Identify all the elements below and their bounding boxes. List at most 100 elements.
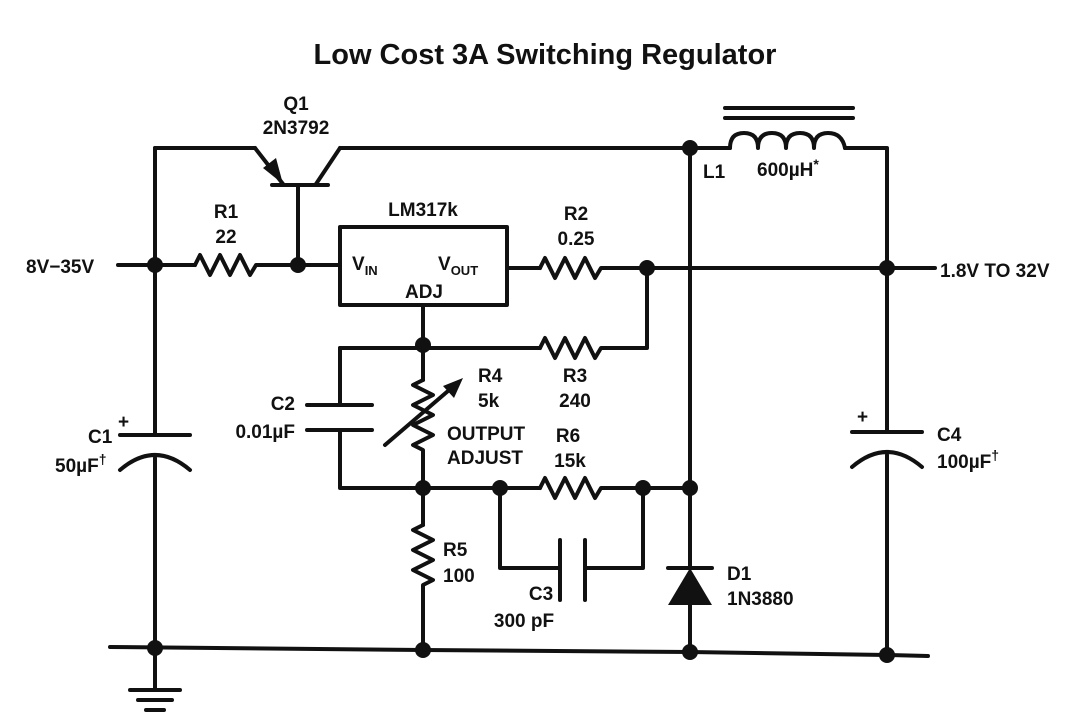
r4-ref: R4 — [478, 366, 503, 387]
r2-zigzag — [538, 256, 607, 280]
lm317-vout: V — [438, 254, 451, 275]
r6-ref: R6 — [556, 426, 580, 447]
c4-value-label: 100µF† — [937, 447, 999, 473]
c3-ref: C3 — [529, 584, 553, 605]
r6-value: 15k — [554, 451, 586, 472]
capacitor-c1: + C1 50µF† — [55, 412, 192, 477]
junction-dot — [639, 260, 655, 276]
lm317-vout-sub: OUT — [451, 263, 479, 278]
l1-mark: * — [813, 156, 819, 172]
junction-dot — [492, 480, 508, 496]
r2-ref: R2 — [564, 204, 588, 225]
r6-zigzag — [538, 476, 607, 500]
wire-ground-rail — [108, 645, 930, 658]
wire-c2-bottom — [338, 428, 542, 490]
lm317-vin: V — [352, 254, 365, 275]
junction-dot — [147, 640, 163, 656]
lm317-vin-label: VIN — [352, 254, 378, 278]
resistor-r4-variable: R4 5k OUTPUT ADJUST — [383, 366, 526, 469]
r4-zigzag — [411, 378, 435, 457]
junction-dot — [415, 480, 431, 496]
r4-wiper-arrowhead — [443, 378, 463, 398]
junction-dot — [290, 257, 306, 273]
r2-value: 0.25 — [558, 229, 595, 250]
resistor-r1: R1 22 — [193, 202, 262, 277]
r3-ref: R3 — [563, 366, 587, 387]
q1-emitter-arrow — [263, 158, 283, 184]
r4-note-adjust: ADJUST — [447, 448, 523, 469]
q1-part: 2N3792 — [263, 118, 330, 139]
r4-value: 5k — [478, 391, 500, 412]
ground-icon — [128, 688, 182, 712]
c4-mark: † — [991, 447, 999, 463]
d1-ref: D1 — [727, 564, 752, 585]
lm317-vin-sub: IN — [365, 263, 378, 278]
junction-dot — [635, 480, 651, 496]
lm317-vout-label: VOUT — [438, 254, 478, 278]
regulator-lm317: LM317k VIN VOUT ADJ — [338, 200, 509, 307]
c4-plate-curved — [850, 450, 924, 469]
junction-dot — [682, 140, 698, 156]
capacitor-c4: + C4 100µF† — [850, 407, 999, 473]
c3-value: 300 pF — [494, 611, 554, 632]
wire-c3-right — [583, 486, 645, 570]
r3-value: 240 — [559, 391, 591, 412]
d1-part: 1N3880 — [727, 589, 794, 610]
c1-ref: C1 — [88, 427, 113, 448]
resistor-r2: R2 0.25 — [538, 204, 607, 280]
diode-d1: D1 1N3880 — [666, 564, 794, 610]
r4-note-output: OUTPUT — [447, 424, 526, 445]
output-voltage-label: 1.8V TO 32V — [940, 261, 1050, 282]
junction-dot — [682, 480, 698, 496]
c4-plus: + — [857, 407, 868, 428]
junction-dot — [879, 647, 895, 663]
r3-zigzag — [538, 336, 607, 360]
c1-value-label: 50µF† — [55, 451, 106, 477]
wire-c3-left — [498, 486, 562, 570]
r5-value: 100 — [443, 566, 475, 587]
junction-dot — [415, 642, 431, 658]
junction-dot — [879, 260, 895, 276]
wire-l1-right — [843, 146, 889, 270]
diagram-title: Low Cost 3A Switching Regulator — [314, 39, 777, 71]
l1-ref: L1 — [703, 162, 726, 183]
c1-plus: + — [118, 412, 129, 433]
c1-value: 50µF — [55, 456, 99, 477]
r1-value: 22 — [215, 227, 236, 248]
r5-ref: R5 — [443, 540, 468, 561]
resistor-r5: R5 100 — [411, 523, 475, 592]
l1-coil — [728, 131, 847, 150]
c1-mark: † — [99, 451, 107, 467]
q1-ref: Q1 — [283, 94, 309, 115]
lm317-part: LM317k — [388, 200, 458, 221]
junctions — [147, 140, 895, 663]
lm317-body — [338, 225, 509, 307]
r5-zigzag — [411, 523, 435, 592]
resistor-r3: R3 240 — [538, 336, 607, 412]
r1-ref: R1 — [214, 202, 239, 223]
junction-dot — [682, 644, 698, 660]
capacitor-c3: C3 300 pF — [494, 538, 587, 632]
l1-value: 600µH — [757, 160, 813, 181]
r1-zigzag — [193, 253, 262, 277]
input-voltage-label: 8V−35V — [26, 257, 94, 278]
r4-wiper-arrow-line — [383, 383, 457, 447]
wires — [108, 146, 937, 692]
c4-value: 100µF — [937, 452, 991, 473]
capacitor-c2: C2 0.01µF — [235, 394, 374, 443]
c4-ref: C4 — [937, 425, 962, 446]
transistor-q1: Q1 2N3792 — [253, 94, 342, 187]
c2-value: 0.01µF — [235, 422, 295, 443]
inductor-l1: L1 600µH* — [703, 106, 855, 183]
l1-value-label: 600µH* — [757, 156, 819, 181]
d1-body — [668, 568, 712, 605]
junction-dot — [147, 257, 163, 273]
c2-ref: C2 — [271, 394, 295, 415]
q1-collector — [314, 146, 342, 186]
resistor-r6: R6 15k — [538, 426, 607, 500]
wire-r3-loop — [603, 266, 649, 350]
junction-dot — [415, 337, 431, 353]
lm317-adj: ADJ — [405, 282, 443, 303]
c1-plate-curved — [118, 453, 192, 472]
